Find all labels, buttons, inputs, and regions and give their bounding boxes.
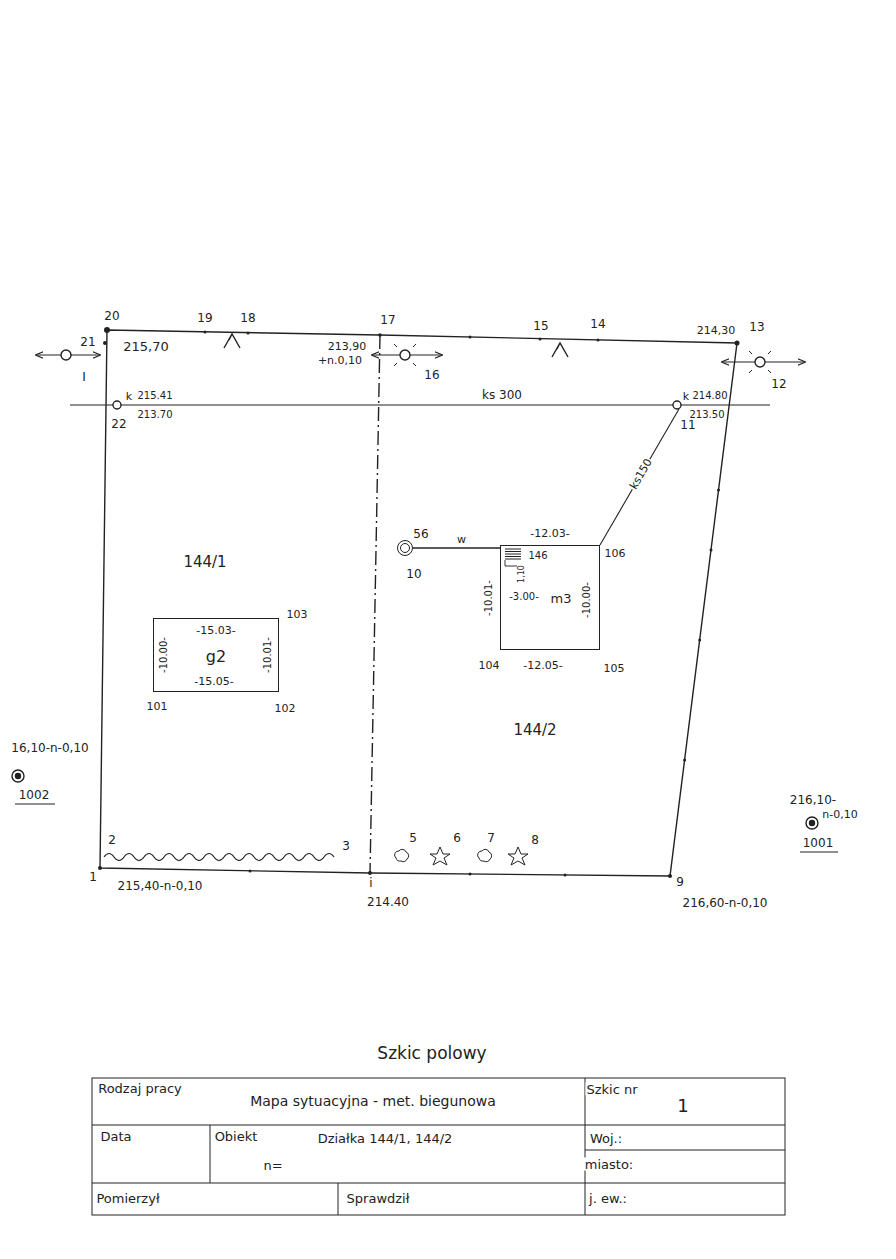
utility-label: k	[682, 391, 690, 402]
height-label: 215,70	[122, 340, 170, 353]
point-number: I	[81, 371, 87, 383]
point-number: 6	[452, 832, 462, 844]
dimension: -10.01-	[263, 636, 273, 674]
point-number: 22	[110, 418, 127, 430]
point-number: 5	[408, 832, 418, 844]
form-text: Woj.:	[589, 1132, 623, 1145]
node-text: 56	[412, 528, 429, 540]
point-number: 17	[379, 314, 396, 326]
form-text: Szkic nr	[585, 1083, 638, 1096]
form-text: Obiekt	[214, 1130, 259, 1143]
form-text: n=	[262, 1159, 283, 1172]
height-label: 215,40-n-0,10	[117, 880, 204, 892]
well-symbol: 5610	[397, 540, 413, 556]
point-number: 146	[527, 551, 548, 561]
point-number: 105	[603, 663, 626, 674]
form-text: Mapa sytuacyjna - met. biegunowa	[249, 1094, 497, 1108]
point-number: 101	[146, 701, 169, 712]
form-text: j. ew.:	[588, 1192, 628, 1205]
sketch-title: Szkic polowy	[376, 1045, 487, 1062]
form-text: miasto:	[584, 1158, 634, 1171]
parcel-number: 144/1	[182, 555, 227, 570]
utility-label: k	[125, 391, 133, 402]
point-number: 103	[286, 609, 309, 620]
point-number: 104	[478, 660, 501, 671]
node-text: g2	[205, 649, 227, 665]
form-text: Data	[99, 1130, 132, 1143]
point-number: 18	[239, 312, 256, 324]
point-number: 15	[532, 320, 549, 332]
height-label: 214.40	[366, 896, 410, 908]
edge-label: w	[456, 534, 467, 545]
dimension: -12.05-	[522, 660, 563, 671]
form-text: Pomierzył	[95, 1192, 160, 1205]
point-number: 1002	[18, 789, 51, 801]
point-number: 1	[88, 871, 98, 883]
point-number: 2	[107, 834, 117, 846]
height-label: +n.0,10	[317, 355, 363, 366]
dimension: -10.00-	[582, 581, 592, 619]
point-number: 9	[675, 876, 685, 888]
node-text: m3	[550, 592, 573, 605]
point-number: 19	[196, 312, 213, 324]
point-number: 106	[604, 548, 627, 559]
utility-label: ks150	[627, 456, 654, 492]
dimension: -3.00-	[508, 592, 539, 602]
height-label: 216,10-	[789, 794, 837, 806]
utility-label: ks 300	[481, 389, 523, 401]
form-text: Sprawdził	[346, 1192, 411, 1205]
height-label: 214.80	[692, 391, 729, 401]
building-outline: g2	[153, 618, 279, 692]
height-label: 216,60-n-0,10	[682, 897, 769, 909]
point-number: 12	[770, 378, 787, 390]
dimension: -15.05-	[193, 676, 234, 687]
point-number: 20	[103, 310, 120, 322]
point-number: 11	[679, 419, 696, 431]
point-number: 13	[748, 321, 765, 333]
dimension: 1,10	[518, 564, 526, 584]
form-text: Działka 144/1, 144/2	[317, 1132, 454, 1145]
point-number: 16	[423, 369, 440, 381]
point-number: 7	[486, 832, 496, 844]
form-text: Rodzaj pracy	[97, 1082, 183, 1095]
dimension: -10.00-	[159, 636, 169, 674]
point-number: 8	[530, 834, 540, 846]
point-number: i	[368, 877, 373, 889]
height-label: 215.41	[137, 391, 174, 401]
point-number: 102	[274, 703, 297, 714]
point-number: 3	[341, 840, 351, 852]
height-label: 213,90	[327, 341, 368, 352]
point-number: 21	[79, 336, 96, 348]
form-text: 1	[676, 1097, 689, 1115]
dimension: -12.03-	[529, 528, 570, 539]
height-label: 214,30	[696, 325, 737, 336]
dimension: -15.03-	[195, 625, 236, 636]
node-text: 10	[405, 568, 422, 580]
point-number: 14	[589, 318, 606, 330]
building-outline: m3	[500, 545, 600, 650]
dimension: -10.01-	[484, 579, 494, 617]
point-number: 1001	[802, 837, 835, 849]
height-label: n-0,10	[821, 809, 858, 820]
parcel-number: 144/2	[512, 723, 557, 738]
height-label: 16,10-n-0,10	[10, 742, 89, 754]
water-pipe	[413, 547, 500, 548]
height-label: 213.70	[137, 410, 174, 420]
